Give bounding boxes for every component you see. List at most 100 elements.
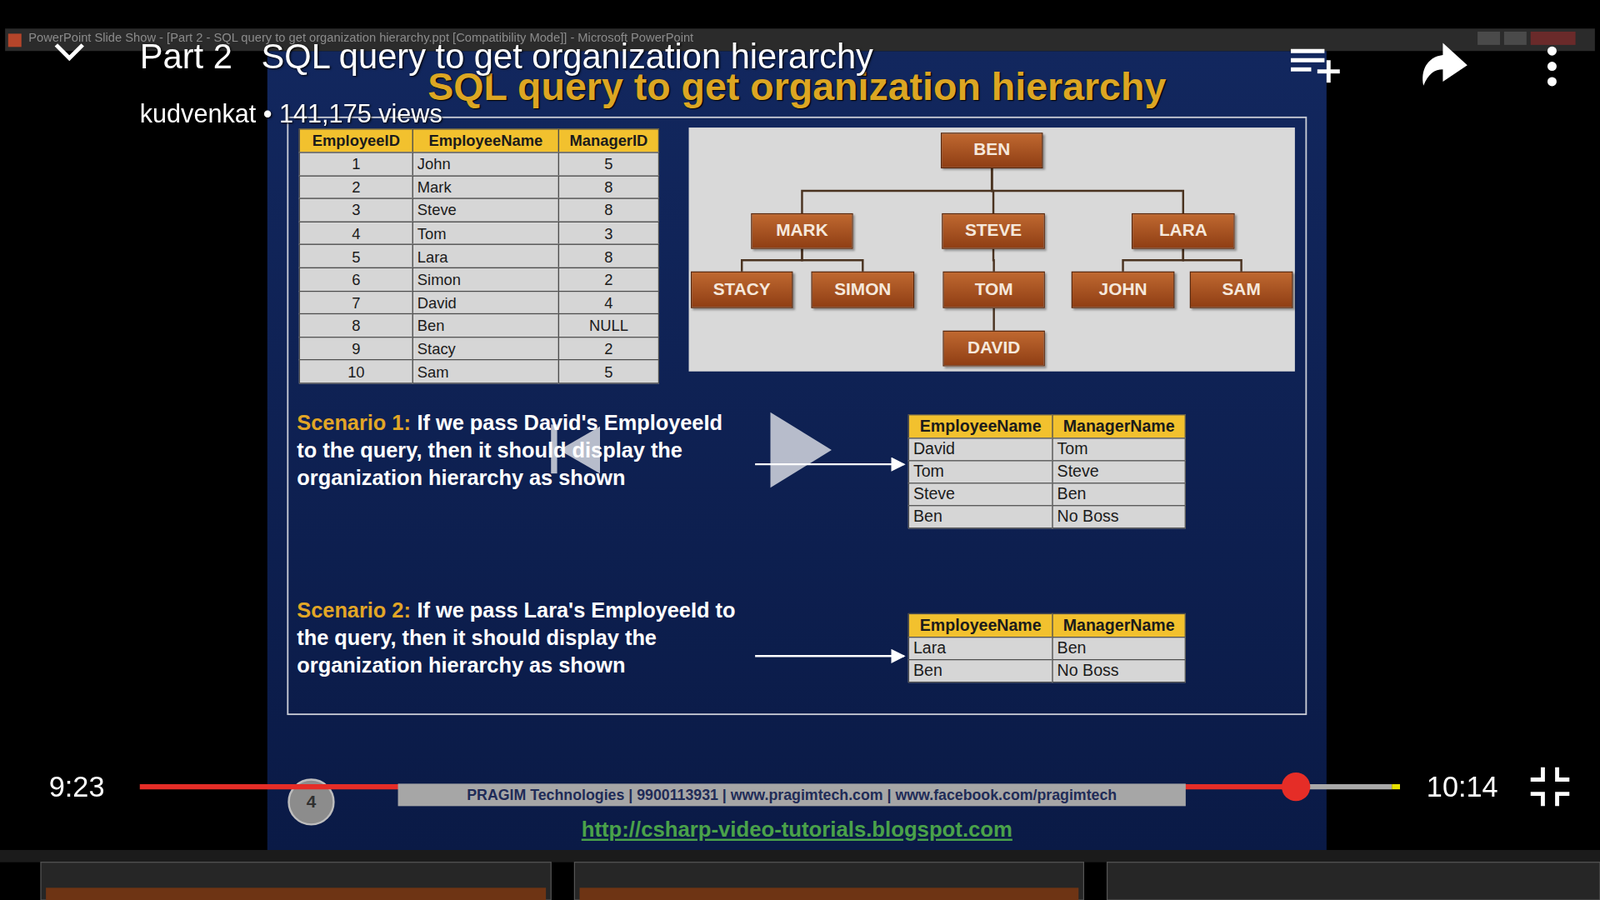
table-cell: Mark bbox=[412, 175, 560, 200]
table-cell: Tom bbox=[412, 220, 560, 245]
table-cell: Lara bbox=[412, 244, 560, 269]
reporting-line bbox=[991, 168, 1184, 214]
status-bar bbox=[0, 850, 1600, 863]
footer-banner: PRAGIM Technologies | 9900113931 | www.p… bbox=[398, 783, 1186, 806]
table-header-cell: EmployeeName bbox=[908, 414, 1054, 439]
table-cell: John bbox=[412, 151, 560, 176]
footer-url: http://csharp-video-tutorials.blogspot.c… bbox=[267, 817, 1327, 843]
reporting-line bbox=[992, 249, 995, 272]
pointer-arrow bbox=[755, 655, 905, 657]
org-chart-box: MARK bbox=[750, 213, 853, 250]
progress-handle bbox=[1281, 772, 1310, 801]
slide-background bbox=[267, 50, 1327, 850]
table-cell: Simon bbox=[412, 267, 560, 292]
employee-name: DAVID bbox=[967, 339, 1020, 359]
scenario-text: Scenario 2:If we pass Lara's EmployeeId … bbox=[296, 595, 748, 679]
progress-buffered bbox=[1295, 784, 1392, 790]
org-chart-box: DAVID bbox=[942, 330, 1045, 367]
table-cell: 2 bbox=[558, 267, 660, 292]
table-cell: 8 bbox=[558, 175, 660, 200]
reporting-line bbox=[1123, 249, 1184, 272]
table-cell: 9 bbox=[299, 336, 414, 361]
employee-name: BEN bbox=[973, 140, 1010, 160]
thumbnail bbox=[574, 862, 1084, 900]
employee-name: SIMON bbox=[834, 280, 891, 300]
table-cell: 5 bbox=[558, 151, 660, 176]
video-title: Part 2 SQL query to get organization hie… bbox=[140, 36, 874, 77]
reporting-line bbox=[741, 249, 802, 272]
table-cell: 4 bbox=[299, 220, 414, 245]
scenario-heading: Scenario 2: bbox=[296, 598, 411, 622]
table-cell: NULL bbox=[558, 313, 660, 338]
more-icon bbox=[1547, 46, 1557, 87]
org-chart-box: LARA bbox=[1131, 213, 1235, 250]
table-cell: No Boss bbox=[1051, 659, 1185, 683]
table-cell: Stacy bbox=[412, 336, 560, 361]
table-cell: David bbox=[908, 437, 1054, 461]
table-cell: 3 bbox=[558, 220, 660, 245]
table-cell: Ben bbox=[412, 313, 560, 338]
table-cell: 2 bbox=[299, 175, 414, 200]
table-cell: Tom bbox=[908, 460, 1054, 484]
window-button bbox=[1477, 31, 1500, 45]
table-cell: 8 bbox=[558, 244, 660, 269]
table-header-cell: ManagerName bbox=[1051, 414, 1185, 439]
table-cell: 8 bbox=[299, 313, 414, 338]
reporting-line bbox=[1183, 249, 1242, 272]
table-cell: No Boss bbox=[1051, 505, 1185, 529]
total-time: 10:14 bbox=[1426, 771, 1499, 805]
minimize-icon bbox=[55, 45, 83, 59]
window-button bbox=[1530, 31, 1576, 45]
table-cell: Sam bbox=[412, 359, 560, 384]
employee-name: STEVE bbox=[965, 221, 1022, 241]
org-chart-box: BEN bbox=[940, 132, 1043, 169]
table-cell: 2 bbox=[558, 336, 660, 361]
thumbnail-band bbox=[580, 887, 1080, 900]
table-cell: Ben bbox=[1051, 636, 1185, 660]
table-cell: 7 bbox=[299, 290, 414, 315]
org-chart-box: TOM bbox=[942, 271, 1045, 309]
employee-name: MARK bbox=[775, 221, 828, 241]
table-header-cell: ManagerID bbox=[558, 128, 660, 153]
table-header-cell: ManagerName bbox=[1051, 613, 1185, 638]
table-cell: 6 bbox=[299, 267, 414, 292]
table-header-cell: EmployeeID bbox=[299, 128, 414, 153]
share-icon bbox=[1422, 42, 1468, 85]
channel-views: kudvenkat • 141,175 views bbox=[140, 99, 443, 129]
table-cell: 5 bbox=[558, 359, 660, 384]
slide-number: 4 bbox=[289, 780, 335, 825]
table-cell: Steve bbox=[908, 482, 1054, 506]
table-cell: 3 bbox=[299, 198, 414, 223]
table-cell: Ben bbox=[908, 659, 1054, 683]
thumbnail-band bbox=[45, 887, 546, 900]
content-frame bbox=[287, 117, 1306, 715]
employee-name: STACY bbox=[713, 280, 771, 300]
table-cell: 8 bbox=[558, 198, 660, 223]
reporting-line bbox=[992, 308, 995, 331]
elapsed-time: 9:23 bbox=[49, 771, 105, 805]
employee-name: LARA bbox=[1159, 221, 1208, 241]
table-header-cell: EmployeeName bbox=[412, 128, 560, 153]
fullscreen-exit-icon bbox=[1530, 767, 1570, 807]
scenario-heading: Scenario 1: bbox=[296, 410, 411, 434]
org-chart-box: SIMON bbox=[810, 271, 915, 309]
employee-name: JOHN bbox=[1099, 280, 1148, 300]
employee-name: SAM bbox=[1221, 280, 1260, 300]
thumbnail bbox=[40, 862, 551, 900]
table-cell: 5 bbox=[299, 244, 414, 269]
table-cell: 1 bbox=[299, 151, 414, 176]
table-header-cell: EmployeeName bbox=[908, 613, 1054, 638]
thumbnail bbox=[1107, 862, 1600, 900]
employee-name: TOM bbox=[975, 280, 1014, 300]
table-cell: Steve bbox=[1051, 460, 1185, 484]
table-cell: 4 bbox=[558, 290, 660, 315]
window-button bbox=[1504, 31, 1527, 45]
table-cell: Ben bbox=[1051, 482, 1185, 506]
progress-marker bbox=[1391, 784, 1400, 790]
table-cell: Steve bbox=[412, 198, 560, 223]
reporting-line bbox=[801, 249, 863, 272]
org-chart-box: SAM bbox=[1190, 271, 1294, 309]
reporting-line bbox=[801, 168, 992, 214]
